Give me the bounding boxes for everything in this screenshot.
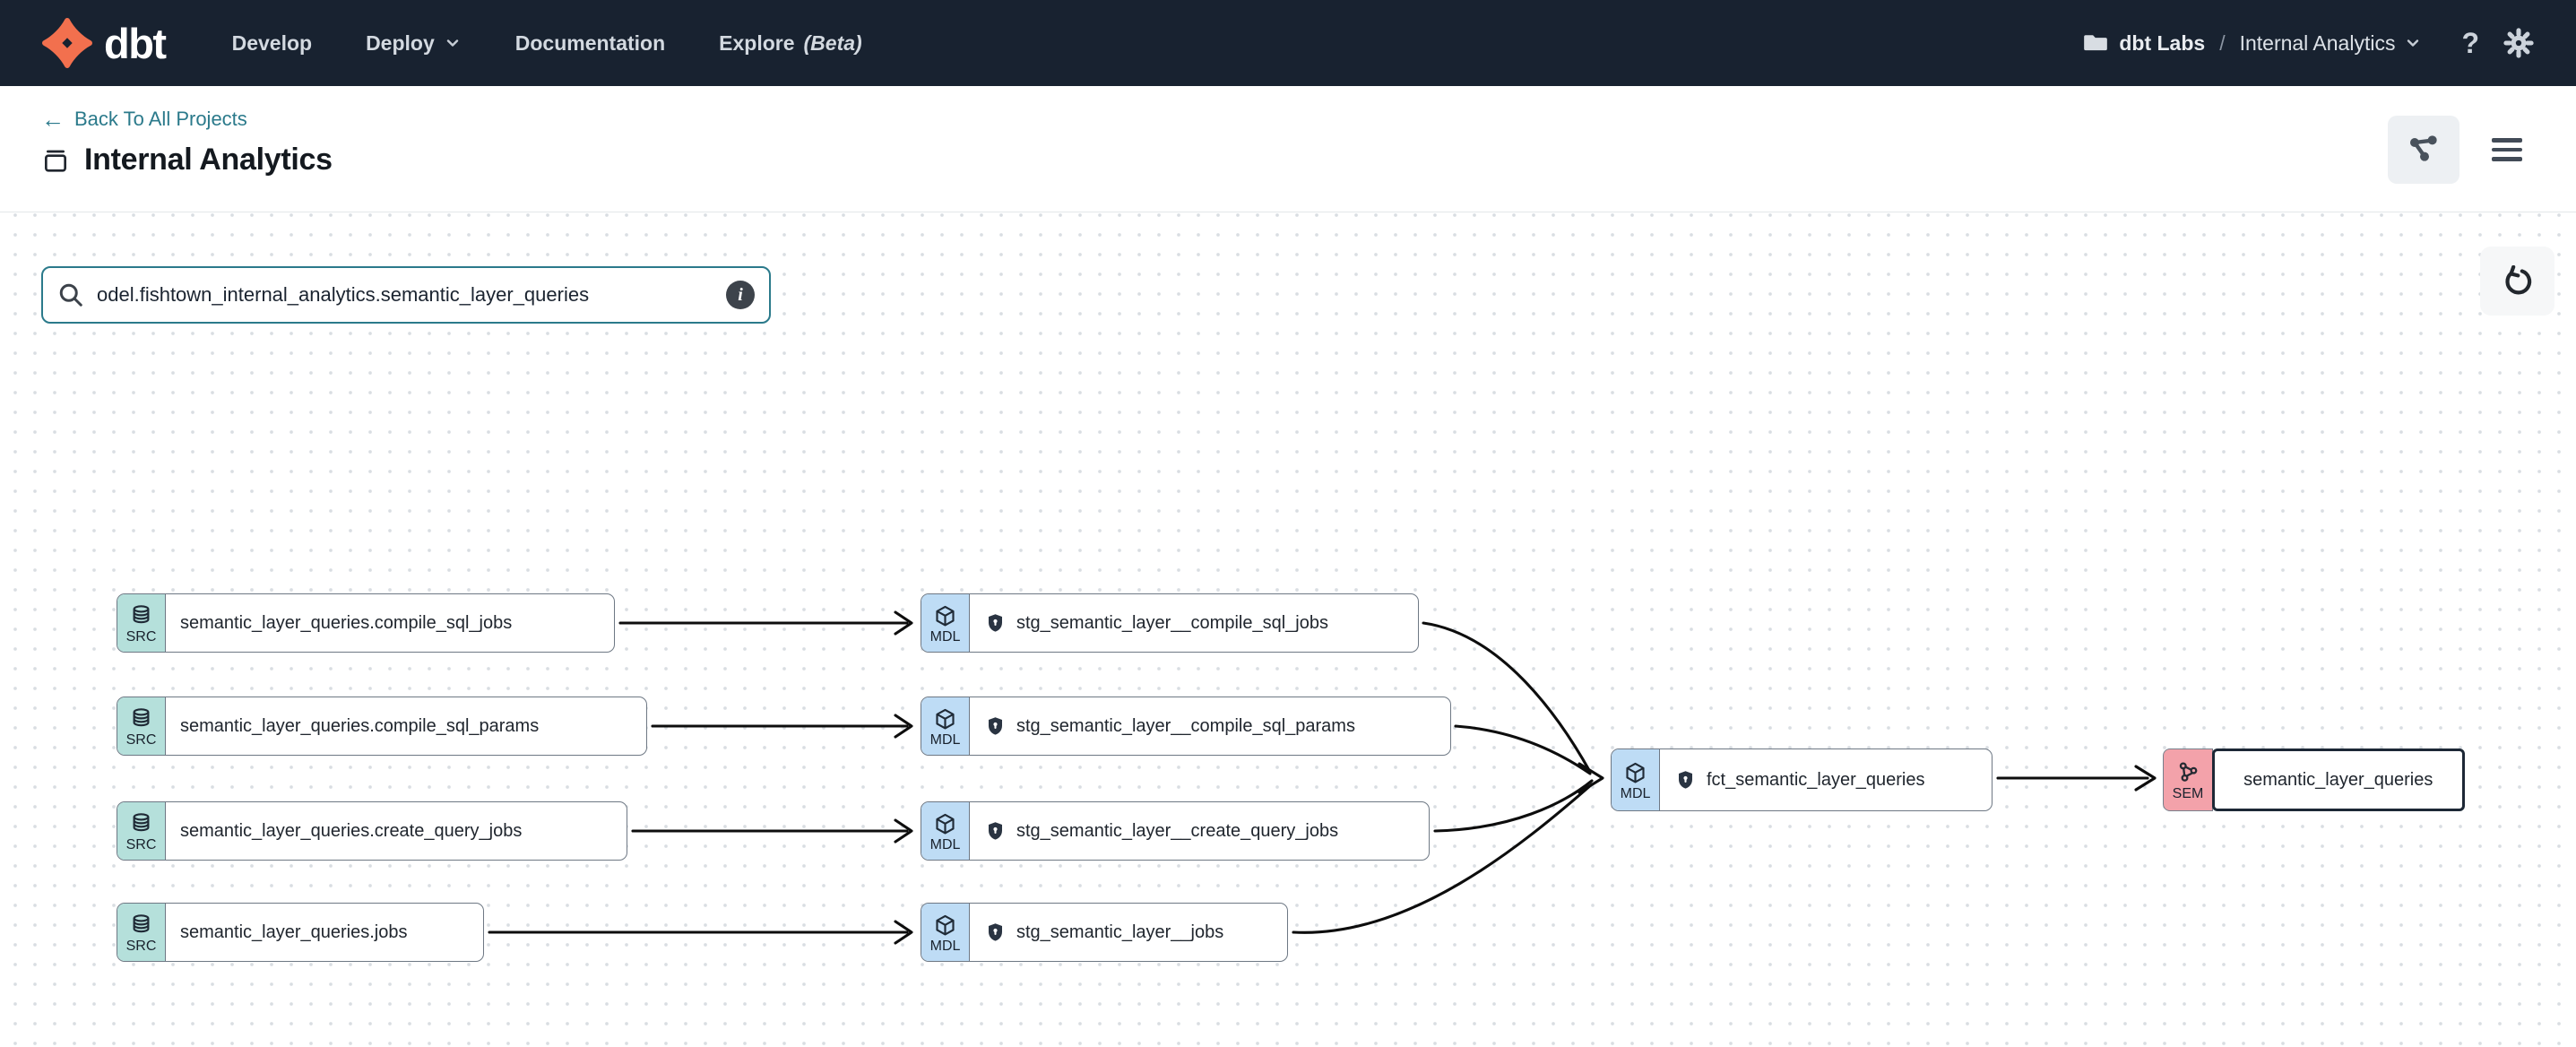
search-value: odel.fishtown_internal_analytics.semanti… <box>97 283 590 306</box>
back-to-projects-link[interactable]: ← Back To All Projects <box>41 106 247 133</box>
brand-wordmark: dbt <box>104 19 167 67</box>
node-label: semantic_layer_queries.jobs <box>180 922 408 942</box>
source-badge: SRC <box>117 594 166 652</box>
node-label: stg_semantic_layer__jobs <box>1016 922 1224 942</box>
account-name: dbt Labs <box>2119 30 2206 55</box>
dbt-flame-icon <box>41 17 93 69</box>
lineage-graph-icon <box>2406 132 2442 168</box>
semantic-badge: SEM <box>2163 748 2213 811</box>
reset-icon <box>2502 264 2534 298</box>
nav-item-develop[interactable]: Develop <box>231 30 313 55</box>
node-label: semantic_layer_queries.compile_sql_param… <box>180 715 540 736</box>
lineage-node-source-compile-sql-params[interactable]: SRC semantic_layer_queries.compile_sql_p… <box>117 697 647 756</box>
back-arrow-icon: ← <box>41 106 65 133</box>
lineage-canvas[interactable]: odel.fishtown_internal_analytics.semanti… <box>0 212 2576 1047</box>
lineage-node-source-compile-sql-jobs[interactable]: SRC semantic_layer_queries.compile_sql_j… <box>117 593 615 653</box>
project-box-icon <box>41 146 70 175</box>
model-badge: MDL <box>921 802 970 860</box>
lineage-node-fct-semantic-layer-queries[interactable]: MDL fct_semantic_layer_queries <box>1611 748 1993 811</box>
help-icon[interactable]: ? <box>2461 26 2479 59</box>
shield-icon <box>984 820 1007 843</box>
settings-gear-icon[interactable] <box>2503 27 2535 59</box>
badge-label: SRC <box>125 836 157 852</box>
node-label: stg_semantic_layer__create_query_jobs <box>1016 820 1339 841</box>
folder-icon <box>2083 30 2108 56</box>
search-icon <box>57 281 84 308</box>
node-label: fct_semantic_layer_queries <box>1707 769 1925 790</box>
model-badge: MDL <box>921 697 970 755</box>
lineage-node-source-create-query-jobs[interactable]: SRC semantic_layer_queries.create_query_… <box>117 801 627 861</box>
badge-label: SRC <box>125 628 157 645</box>
model-badge: MDL <box>921 904 970 961</box>
node-label: semantic_layer_queries.compile_sql_jobs <box>180 612 513 633</box>
shield-icon <box>984 922 1007 944</box>
dbt-logo[interactable]: dbt <box>41 17 167 69</box>
search-input[interactable]: odel.fishtown_internal_analytics.semanti… <box>41 266 771 324</box>
shield-icon <box>984 715 1007 738</box>
beta-tag: (Beta) <box>803 30 862 55</box>
badge-label: MDL <box>929 731 961 748</box>
chevron-down-icon <box>2404 34 2422 52</box>
breadcrumb-separator: / <box>2219 30 2226 55</box>
source-badge: SRC <box>117 904 166 961</box>
cube-icon <box>933 812 957 836</box>
lineage-edges <box>488 610 2157 945</box>
lineage-node-stg-compile-sql-params[interactable]: MDL stg_semantic_layer__compile_sql_para… <box>921 697 1451 756</box>
node-label: semantic_layer_queries.create_query_jobs <box>180 820 523 841</box>
database-icon <box>129 812 153 836</box>
shield-icon <box>1674 769 1697 792</box>
cube-icon <box>933 604 957 628</box>
source-badge: SRC <box>117 802 166 860</box>
cube-icon <box>1623 761 1647 785</box>
model-badge: MDL <box>921 594 970 652</box>
model-badge: MDL <box>1612 749 1660 810</box>
badge-label: SEM <box>2172 786 2204 801</box>
cube-icon <box>933 913 957 938</box>
info-icon[interactable]: i <box>726 281 755 309</box>
reset-view-button[interactable] <box>2480 247 2554 316</box>
page-title: Internal Analytics <box>84 143 333 177</box>
semantic-triangle-icon <box>2175 760 2200 785</box>
database-icon <box>129 707 153 731</box>
node-label: stg_semantic_layer__compile_sql_params <box>1016 715 1355 736</box>
hamburger-menu-button[interactable] <box>2486 133 2528 167</box>
badge-label: MDL <box>1620 785 1651 801</box>
account-project-selector[interactable]: dbt Labs / Internal Analytics <box>2083 30 2422 56</box>
node-label: semantic_layer_queries <box>2243 769 2433 790</box>
nav-item-deploy[interactable]: Deploy <box>366 31 462 56</box>
source-badge: SRC <box>117 697 166 755</box>
nav-item-explore[interactable]: Explore (Beta) <box>719 30 862 55</box>
header-actions <box>2388 116 2528 184</box>
project-name: Internal Analytics <box>2239 30 2396 55</box>
chevron-down-icon <box>444 34 462 52</box>
badge-label: MDL <box>929 628 961 645</box>
badge-label: MDL <box>929 836 961 852</box>
page-header: ← Back To All Projects Internal Analytic… <box>0 86 2576 212</box>
badge-label: SRC <box>125 731 157 748</box>
cube-icon <box>933 707 957 731</box>
badge-label: MDL <box>929 938 961 954</box>
lineage-node-source-jobs[interactable]: SRC semantic_layer_queries.jobs <box>117 903 484 962</box>
database-icon <box>129 913 153 938</box>
lineage-node-stg-compile-sql-jobs[interactable]: MDL stg_semantic_layer__compile_sql_jobs <box>921 593 1419 653</box>
top-navbar: dbt Develop Deploy Documentation Explore… <box>0 0 2576 86</box>
lineage-view-button[interactable] <box>2388 116 2459 184</box>
shield-icon <box>984 612 1007 635</box>
node-label: stg_semantic_layer__compile_sql_jobs <box>1016 612 1328 633</box>
database-icon <box>129 604 153 628</box>
lineage-node-semantic-layer-queries[interactable]: SEM semantic_layer_queries <box>2163 748 2465 811</box>
navbar-right: dbt Labs / Internal Analytics ? <box>2083 27 2535 60</box>
lineage-node-stg-create-query-jobs[interactable]: MDL stg_semantic_layer__create_query_job… <box>921 801 1430 861</box>
main-menu: Develop Deploy Documentation Explore (Be… <box>232 31 862 56</box>
badge-label: SRC <box>125 938 157 954</box>
nav-item-documentation[interactable]: Documentation <box>514 30 666 55</box>
lineage-node-stg-jobs[interactable]: MDL stg_semantic_layer__jobs <box>921 903 1288 962</box>
